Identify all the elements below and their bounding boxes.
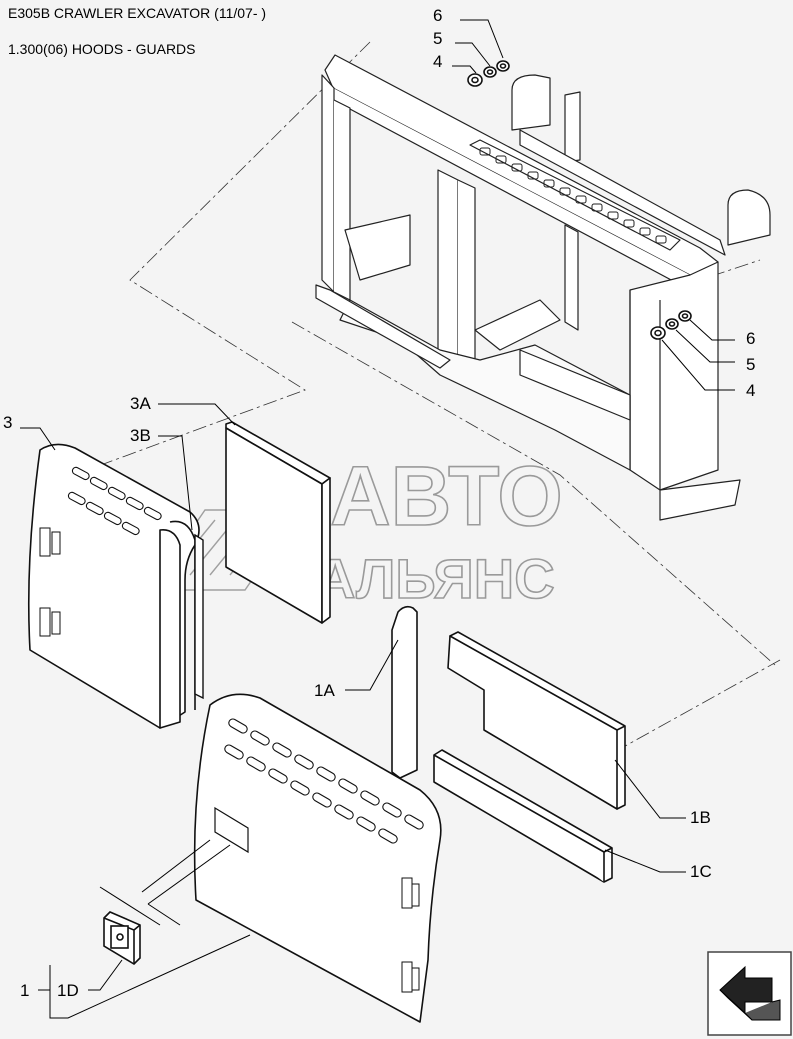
- watermark-line-1: АВТО: [330, 449, 563, 543]
- leader-lines: [20, 19, 735, 1019]
- pad-part-1b: [447, 631, 626, 810]
- side-guard-slots: [67, 466, 162, 536]
- callout-1c: 1C: [690, 862, 712, 881]
- next-page-arrow-icon[interactable]: [707, 951, 792, 1036]
- side-guard-part-3: [27, 443, 200, 729]
- front-guard-plate: [214, 806, 249, 854]
- callout-labels: 6 5 4 6 5 4 3 3A 3B 1A 1B 1C 1 1D: [3, 6, 755, 1000]
- bar-part-1c: [433, 749, 613, 883]
- front-guard-part-1: [193, 693, 442, 1023]
- hardware-nuts-right: [650, 310, 692, 340]
- callout-3a: 3A: [130, 394, 151, 413]
- callout-right-6: 6: [746, 329, 755, 348]
- hardware-nuts-top: [467, 60, 510, 87]
- callout-1b: 1B: [690, 808, 711, 827]
- callout-right-5: 5: [746, 355, 755, 374]
- watermark: АВТО АЛЬЯНС: [148, 448, 563, 611]
- front-guard-slots: [224, 718, 424, 844]
- strip-part-1a: [391, 605, 418, 779]
- callout-right-4: 4: [746, 381, 755, 400]
- strip-part-3b: [194, 533, 204, 700]
- watermark-line-2: АЛЬЯНС: [315, 547, 555, 610]
- callout-top-6: 6: [433, 6, 442, 25]
- callout-1d: 1D: [57, 981, 79, 1000]
- front-guard-hinges: [401, 877, 420, 993]
- callout-1: 1: [20, 981, 29, 1000]
- callout-top-4: 4: [433, 52, 442, 71]
- callout-3b: 3B: [130, 426, 151, 445]
- page-title: E305B CRAWLER EXCAVATOR (11/07- ): [8, 5, 267, 21]
- section-title: 1.300(06) HOODS - GUARDS: [8, 41, 196, 57]
- latch-part-1d: [103, 911, 141, 966]
- side-guard-hinges: [39, 527, 61, 637]
- frame-perforations: [479, 147, 667, 244]
- callout-3: 3: [3, 413, 12, 432]
- callout-1a: 1A: [314, 681, 335, 700]
- callout-top-5: 5: [433, 29, 442, 48]
- pad-part-3a: [225, 421, 331, 624]
